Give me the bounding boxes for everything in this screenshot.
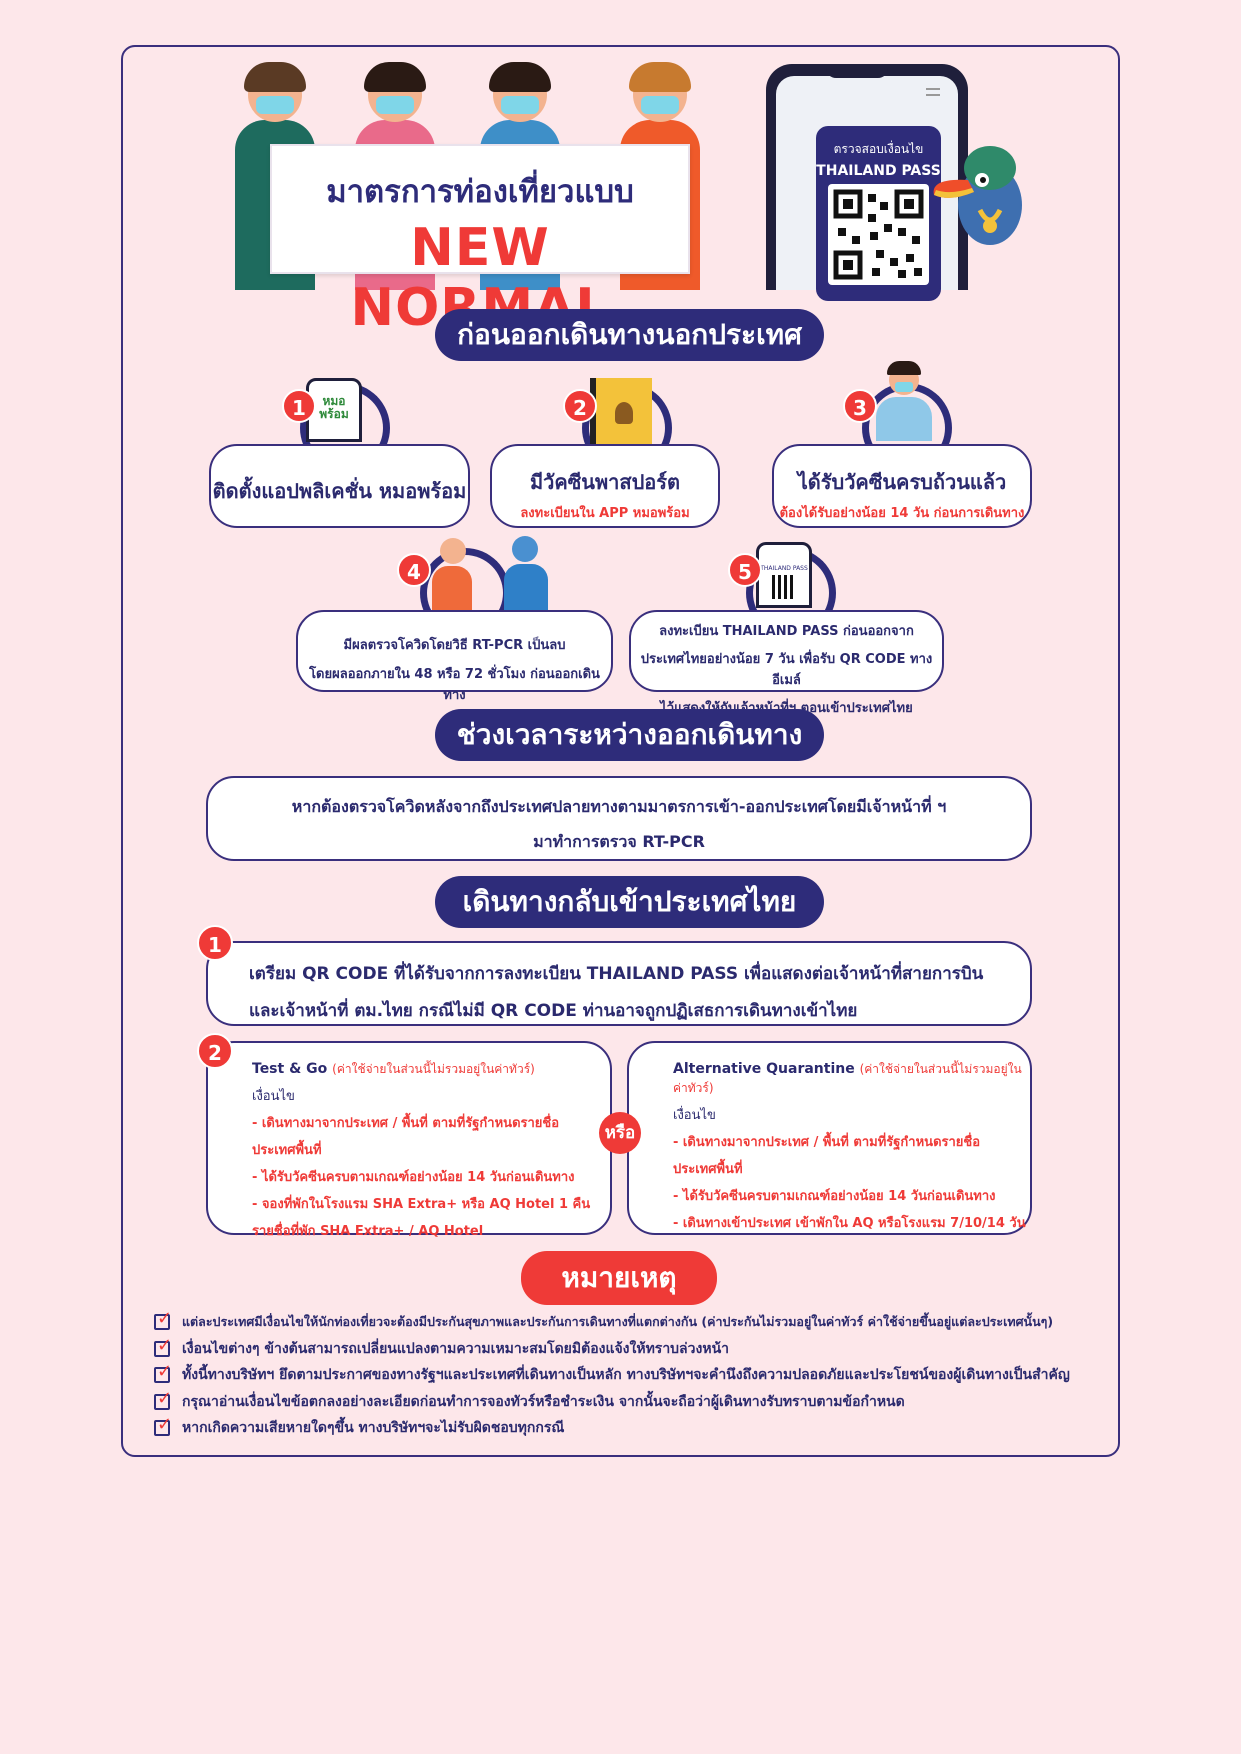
step-fully-vaccinated: ได้รับวัคซีนครบถ้วนแล้ว ต้องได้รับอย่างน…: [772, 444, 1032, 528]
step-line: ประเทศไทยอย่างน้อย 7 วัน เพื่อรับ QR COD…: [640, 652, 933, 688]
condition-label: เงื่อนไข: [252, 1089, 295, 1104]
return-step-qr: เตรียม QR CODE ที่ได้รับจากการลงทะเบียน …: [206, 941, 1032, 1026]
qr-title: THAILAND PASS: [816, 163, 941, 179]
header-illustration: มาตรการท่องเที่ยวแบบ NEW NORMAL: [235, 62, 725, 338]
option-title: Test & Go: [252, 1061, 328, 1077]
new-normal-banner: มาตรการท่องเที่ยวแบบ NEW NORMAL: [270, 144, 690, 338]
step-note: ลงทะเบียนใน APP หมอพร้อม: [520, 506, 690, 521]
step-number-badge: 3: [843, 389, 877, 423]
during-line: มาทำการตรวจ RT-PCR: [533, 832, 705, 851]
notes-list: แต่ละประเทศมีเงื่อนไขให้นักท่องเที่ยวจะต…: [154, 1308, 1094, 1442]
note-item: หากเกิดความเสียหายใดๆขึ้น ทางบริษัทฯจะไม…: [154, 1414, 1094, 1442]
qr-code-icon: [828, 184, 929, 285]
test-and-go-box: Test & Go (ค่าใช้จ่ายในส่วนนี้ไม่รวมอยู่…: [206, 1041, 612, 1239]
condition-item: ประเทศพื้นที่: [252, 1143, 322, 1158]
section-notes: หมายเหตุ: [521, 1251, 717, 1305]
banner-title: มาตรการท่องเที่ยวแบบ: [326, 174, 634, 210]
qr-caption: ตรวจสอบเงื่อนไข: [833, 142, 924, 156]
checkbox-icon: [154, 1308, 172, 1331]
covid-test-icon: [430, 532, 550, 612]
vaccinated-person-icon: [874, 361, 934, 445]
step-note: ต้องได้รับอย่างน้อย 14 วัน ก่อนการเดินทา…: [779, 506, 1025, 521]
banner-subtitle: NEW NORMAL: [350, 218, 610, 338]
or-badge: หรือ: [599, 1112, 641, 1154]
step-line: ลงทะเบียน THAILAND PASS ก่อนออกจาก: [659, 624, 914, 639]
thailand-pass-phone-icon: THAILAND PASS: [756, 542, 812, 608]
condition-item: - ได้รับวัคซีนครบตามเกณฑ์อย่างน้อย 14 วั…: [673, 1189, 996, 1204]
step-install-app: ติดตั้งแอปพลิเคชั่น หมอพร้อม: [209, 444, 470, 528]
note-item: แต่ละประเทศมีเงื่อนไขให้นักท่องเที่ยวจะต…: [154, 1308, 1094, 1336]
step-line: มีผลตรวจโควิดโดยวิธี RT-PCR เป็นลบ: [343, 638, 566, 653]
during-line: หากต้องตรวจโควิดหลังจากถึงประเทศปลายทางต…: [291, 797, 947, 816]
alternative-quarantine-box: Alternative Quarantine (ค่าใช้จ่ายในส่วน…: [627, 1041, 1032, 1235]
condition-item: ประเทศพื้นที่: [673, 1162, 743, 1177]
condition-item: - เดินทางเข้าประเทศ เข้าพักใน AQ หรือโรง…: [673, 1216, 1026, 1231]
checkbox-icon: [154, 1361, 172, 1384]
condition-item: - ได้รับวัคซีนครบตามเกณฑ์อย่างน้อย 14 วั…: [252, 1170, 575, 1185]
section-before-travel: ก่อนออกเดินทางนอกประเทศ: [435, 309, 824, 361]
phone-illustration: ตรวจสอบเงื่อนไข THAILAND PASS: [766, 64, 968, 301]
step-line: โดยผลออกภายใน 48 หรือ 72 ชั่วโมง ก่อนออก…: [309, 667, 600, 703]
option-note: (ค่าใช้จ่ายในส่วนนี้ไม่รวมอยู่ในค่าทัวร์…: [332, 1062, 535, 1076]
condition-label: เงื่อนไข: [673, 1108, 716, 1123]
condition-item: - เดินทางมาจากประเทศ / พื้นที่ ตามที่รัฐ…: [252, 1116, 560, 1131]
option-note: (ค่าใช้จ่ายในส่วนนี้ไม่รวมอยู่ในค่าทัวร์…: [673, 1062, 1022, 1095]
condition-item: - เดินทางมาจากประเทศ / พื้นที่ ตามที่รัฐ…: [673, 1135, 981, 1150]
step-vaccine-passport: มีวัคซีนพาสปอร์ต ลงทะเบียนใน APP หมอพร้อ…: [490, 444, 720, 528]
return-line: และเจ้าหน้าที่ ตม.ไทย กรณีไม่มี QR CODE …: [249, 1001, 858, 1021]
content-frame: [121, 45, 1120, 1457]
step-number-badge: 1: [197, 925, 233, 961]
section-return-thailand: เดินทางกลับเข้าประเทศไทย: [435, 876, 824, 928]
step-title: ติดตั้งแอปพลิเคชั่น หมอพร้อม: [212, 479, 467, 503]
option-title: Alternative Quarantine: [673, 1061, 855, 1077]
note-item: กรุณาอ่านเงื่อนไขข้อตกลงอย่างละเอียดก่อน…: [154, 1388, 1094, 1416]
checkbox-icon: [154, 1414, 172, 1437]
vaccine-passport-icon: [590, 378, 652, 446]
checkbox-icon: [154, 1335, 172, 1357]
condition-item: รายชื่อที่พัก SHA Extra+ / AQ Hotel: [252, 1224, 484, 1239]
condition-item: - จองที่พักในโรงแรม SHA Extra+ หรือ AQ H…: [252, 1197, 591, 1212]
step-number-badge: 2: [563, 389, 597, 423]
checkbox-icon: [154, 1388, 172, 1410]
step-number-badge: 4: [397, 553, 431, 587]
step-rt-pcr: มีผลตรวจโควิดโดยวิธี RT-PCR เป็นลบ โดยผล…: [296, 610, 613, 703]
during-info-box: หากต้องตรวจโควิดหลังจากถึงประเทศปลายทางต…: [206, 776, 1032, 861]
note-item: ทั้งนี้ทางบริษัทฯ ยึดตามประกาศของทางรัฐฯ…: [154, 1361, 1094, 1389]
step-thailand-pass: ลงทะเบียน THAILAND PASS ก่อนออกจาก ประเท…: [629, 610, 944, 716]
note-item: เงื่อนไขต่างๆ ข้างต้นสามารถเปลี่ยนแปลงตา…: [154, 1335, 1094, 1363]
return-line: เตรียม QR CODE ที่ได้รับจากการลงทะเบียน …: [249, 964, 984, 984]
section-during-travel: ช่วงเวลาระหว่างออกเดินทาง: [435, 709, 824, 761]
step-title: มีวัคซีนพาสปอร์ต: [529, 470, 681, 494]
toucan-mascot-icon: [933, 146, 1022, 245]
thailand-pass-card: ตรวจสอบเงื่อนไข THAILAND PASS: [816, 126, 941, 301]
step-number-badge: 5: [728, 553, 762, 587]
step-number-badge: 2: [197, 1033, 233, 1069]
step-title: ได้รับวัคซีนครบถ้วนแล้ว: [797, 470, 1007, 494]
step-number-badge: 1: [282, 389, 316, 423]
